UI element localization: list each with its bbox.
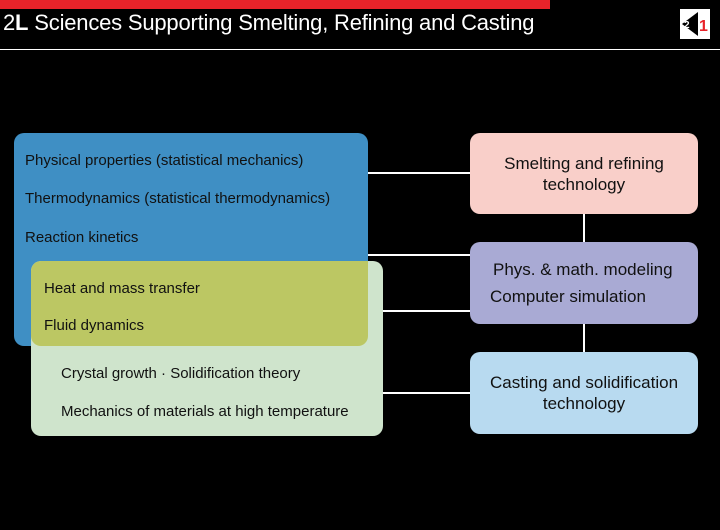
overlap-item-heat-mass-transfer: Heat and mass transfer [44,280,200,297]
header-accent-bar [0,0,550,9]
connector-vertical-top [583,214,585,242]
transport-phenomena-overlap [31,261,368,346]
casting-solidification-box: Casting and solidification technology [470,352,698,434]
blue-item-reaction-kinetics: Reaction kinetics [25,229,139,246]
section-number: 2 [3,10,16,35]
overlap-item-fluid-dynamics: Fluid dynamics [44,317,145,334]
green-item-mechanics: Mechanics of materials at high temperatu… [61,403,349,420]
casting-line1: Casting and solidification [489,373,679,392]
connector-modeling-top [368,254,470,256]
connector-vertical-bottom [583,324,585,352]
svg-text:2: 2 [684,20,690,31]
svg-text:1: 1 [699,18,708,35]
section-letter: L [15,10,29,35]
modeling-line1: Phys. & math. modeling [493,260,673,279]
header-divider [0,49,720,50]
cube-21-logo-icon: 1 2 [680,9,710,39]
casting-line2: technology [542,394,626,413]
modeling-line2: Computer simulation [490,287,646,306]
connector-modeling-bottom [383,310,470,312]
modeling-simulation-box: Phys. & math. modeling Computer simulati… [470,242,698,324]
green-item-crystal-growth: Crystal growth · Solidification theory [61,365,301,382]
blue-item-physical-properties: Physical properties (statistical mechani… [25,152,304,169]
title-text: Sciences Supporting Smelting, Refining a… [34,10,535,35]
blue-item-thermodynamics: Thermodynamics (statistical thermodynami… [25,190,331,207]
smelting-line1: Smelting and refining [504,153,664,173]
connector-casting [383,392,470,394]
smelting-refining-box: Smelting and refining technology [470,133,698,214]
connector-smelting [368,172,470,174]
smelting-line2: technology [542,174,626,194]
